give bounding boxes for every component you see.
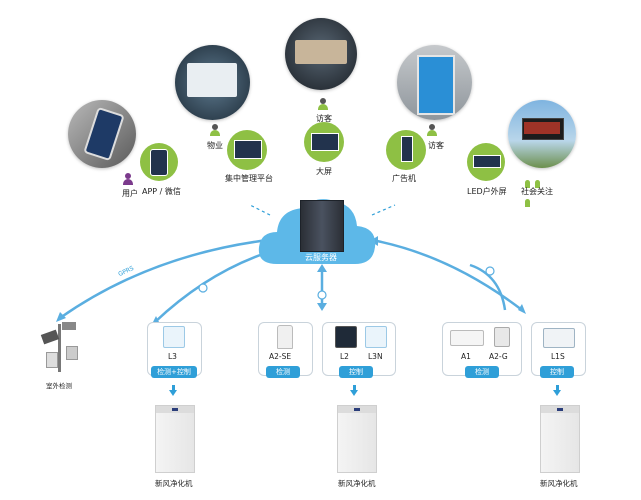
- label-unit-3: 新风净化机: [540, 479, 578, 488]
- link-outdoor: [59, 238, 269, 320]
- arrowhead-right: [518, 304, 526, 314]
- label-platform: 集中管理平台: [225, 174, 273, 183]
- property-person-icon: [210, 124, 220, 136]
- monitor-icon: [234, 140, 262, 159]
- device-a1: A1: [461, 352, 471, 361]
- label-unit-2: 新风净化机: [338, 479, 376, 488]
- bigscreen-icon: [311, 133, 339, 151]
- arrowhead-center-down: [317, 303, 327, 311]
- visitor-person-icon: [318, 98, 328, 110]
- social-people-icon: [525, 173, 545, 207]
- led-screen-photo: [508, 100, 576, 168]
- fresh-air-unit-2: [337, 405, 377, 473]
- label-outdoor: 室外检测: [46, 382, 72, 390]
- l3n-panel-icon: [365, 326, 387, 348]
- led-board-icon: [473, 155, 501, 168]
- label-app: APP / 微信: [142, 187, 181, 196]
- a2g-device-icon: [494, 327, 510, 347]
- tag-detect-control: 检测+控制: [151, 366, 197, 378]
- link-top-right: [371, 204, 396, 216]
- device-l2: L2: [340, 352, 349, 361]
- device-a2se: A2-SE: [269, 352, 292, 361]
- label-property: 物业: [207, 141, 223, 150]
- l2-panel-icon: [335, 326, 357, 348]
- server-rack-icon: [300, 200, 344, 252]
- device-a2g: A2-G: [489, 352, 508, 361]
- label-unit-1: 新风净化机: [155, 479, 193, 488]
- link-right-b: [469, 263, 507, 311]
- user-phone-photo: [68, 100, 136, 168]
- platform-screen-photo: [175, 45, 250, 120]
- tag-control-2: 控制: [540, 366, 574, 378]
- arrowhead-center-up: [317, 264, 327, 272]
- link-top-left: [249, 204, 271, 216]
- a2se-device-icon: [277, 325, 293, 349]
- tag-control-1: 控制: [339, 366, 373, 378]
- label-user: 用户: [122, 189, 138, 198]
- fresh-air-unit-3: [540, 405, 580, 473]
- tag-detect-1: 检测: [266, 366, 300, 378]
- ad-machine-photo: [397, 45, 472, 120]
- label-led: LED户外屏: [467, 187, 507, 196]
- label-social: 社会关注: [521, 187, 553, 196]
- device-l3n: L3N: [368, 352, 383, 361]
- arrow-shaft-1: [172, 385, 175, 390]
- device-l1s: L1S: [551, 352, 565, 361]
- wifi-marker: [485, 266, 495, 276]
- link-right-a: [371, 238, 523, 311]
- tag-detect-2: 检测: [465, 366, 499, 378]
- label-visitor-1: 访客: [316, 114, 332, 123]
- arrow-shaft-2: [353, 385, 356, 390]
- label-visitor-2: 访客: [428, 141, 444, 150]
- fresh-air-unit-1: [155, 405, 195, 473]
- phone-icon: [150, 149, 168, 176]
- arrow-shaft-3: [556, 385, 559, 390]
- arrow-down-2: [350, 390, 358, 396]
- label-cloud: 云服务器: [305, 253, 337, 262]
- kiosk-icon: [401, 136, 413, 162]
- arrowhead-outdoor: [56, 312, 66, 322]
- label-ad: 广告机: [392, 174, 416, 183]
- wifi-marker: [198, 283, 208, 293]
- label-bigscreen: 大屏: [316, 167, 332, 176]
- arrow-down-3: [553, 390, 561, 396]
- bigscreen-photo: [285, 18, 357, 90]
- weather-station-icon: [38, 318, 82, 374]
- wifi-marker: [317, 290, 327, 300]
- visitor2-person-icon: [427, 124, 437, 136]
- device-l3: L3: [168, 352, 177, 361]
- l3-panel-icon: [163, 326, 185, 348]
- l1s-device-icon: [543, 328, 575, 348]
- user-person-icon: [123, 173, 133, 185]
- a1-device-icon: [450, 330, 484, 346]
- arrow-down-1: [169, 390, 177, 396]
